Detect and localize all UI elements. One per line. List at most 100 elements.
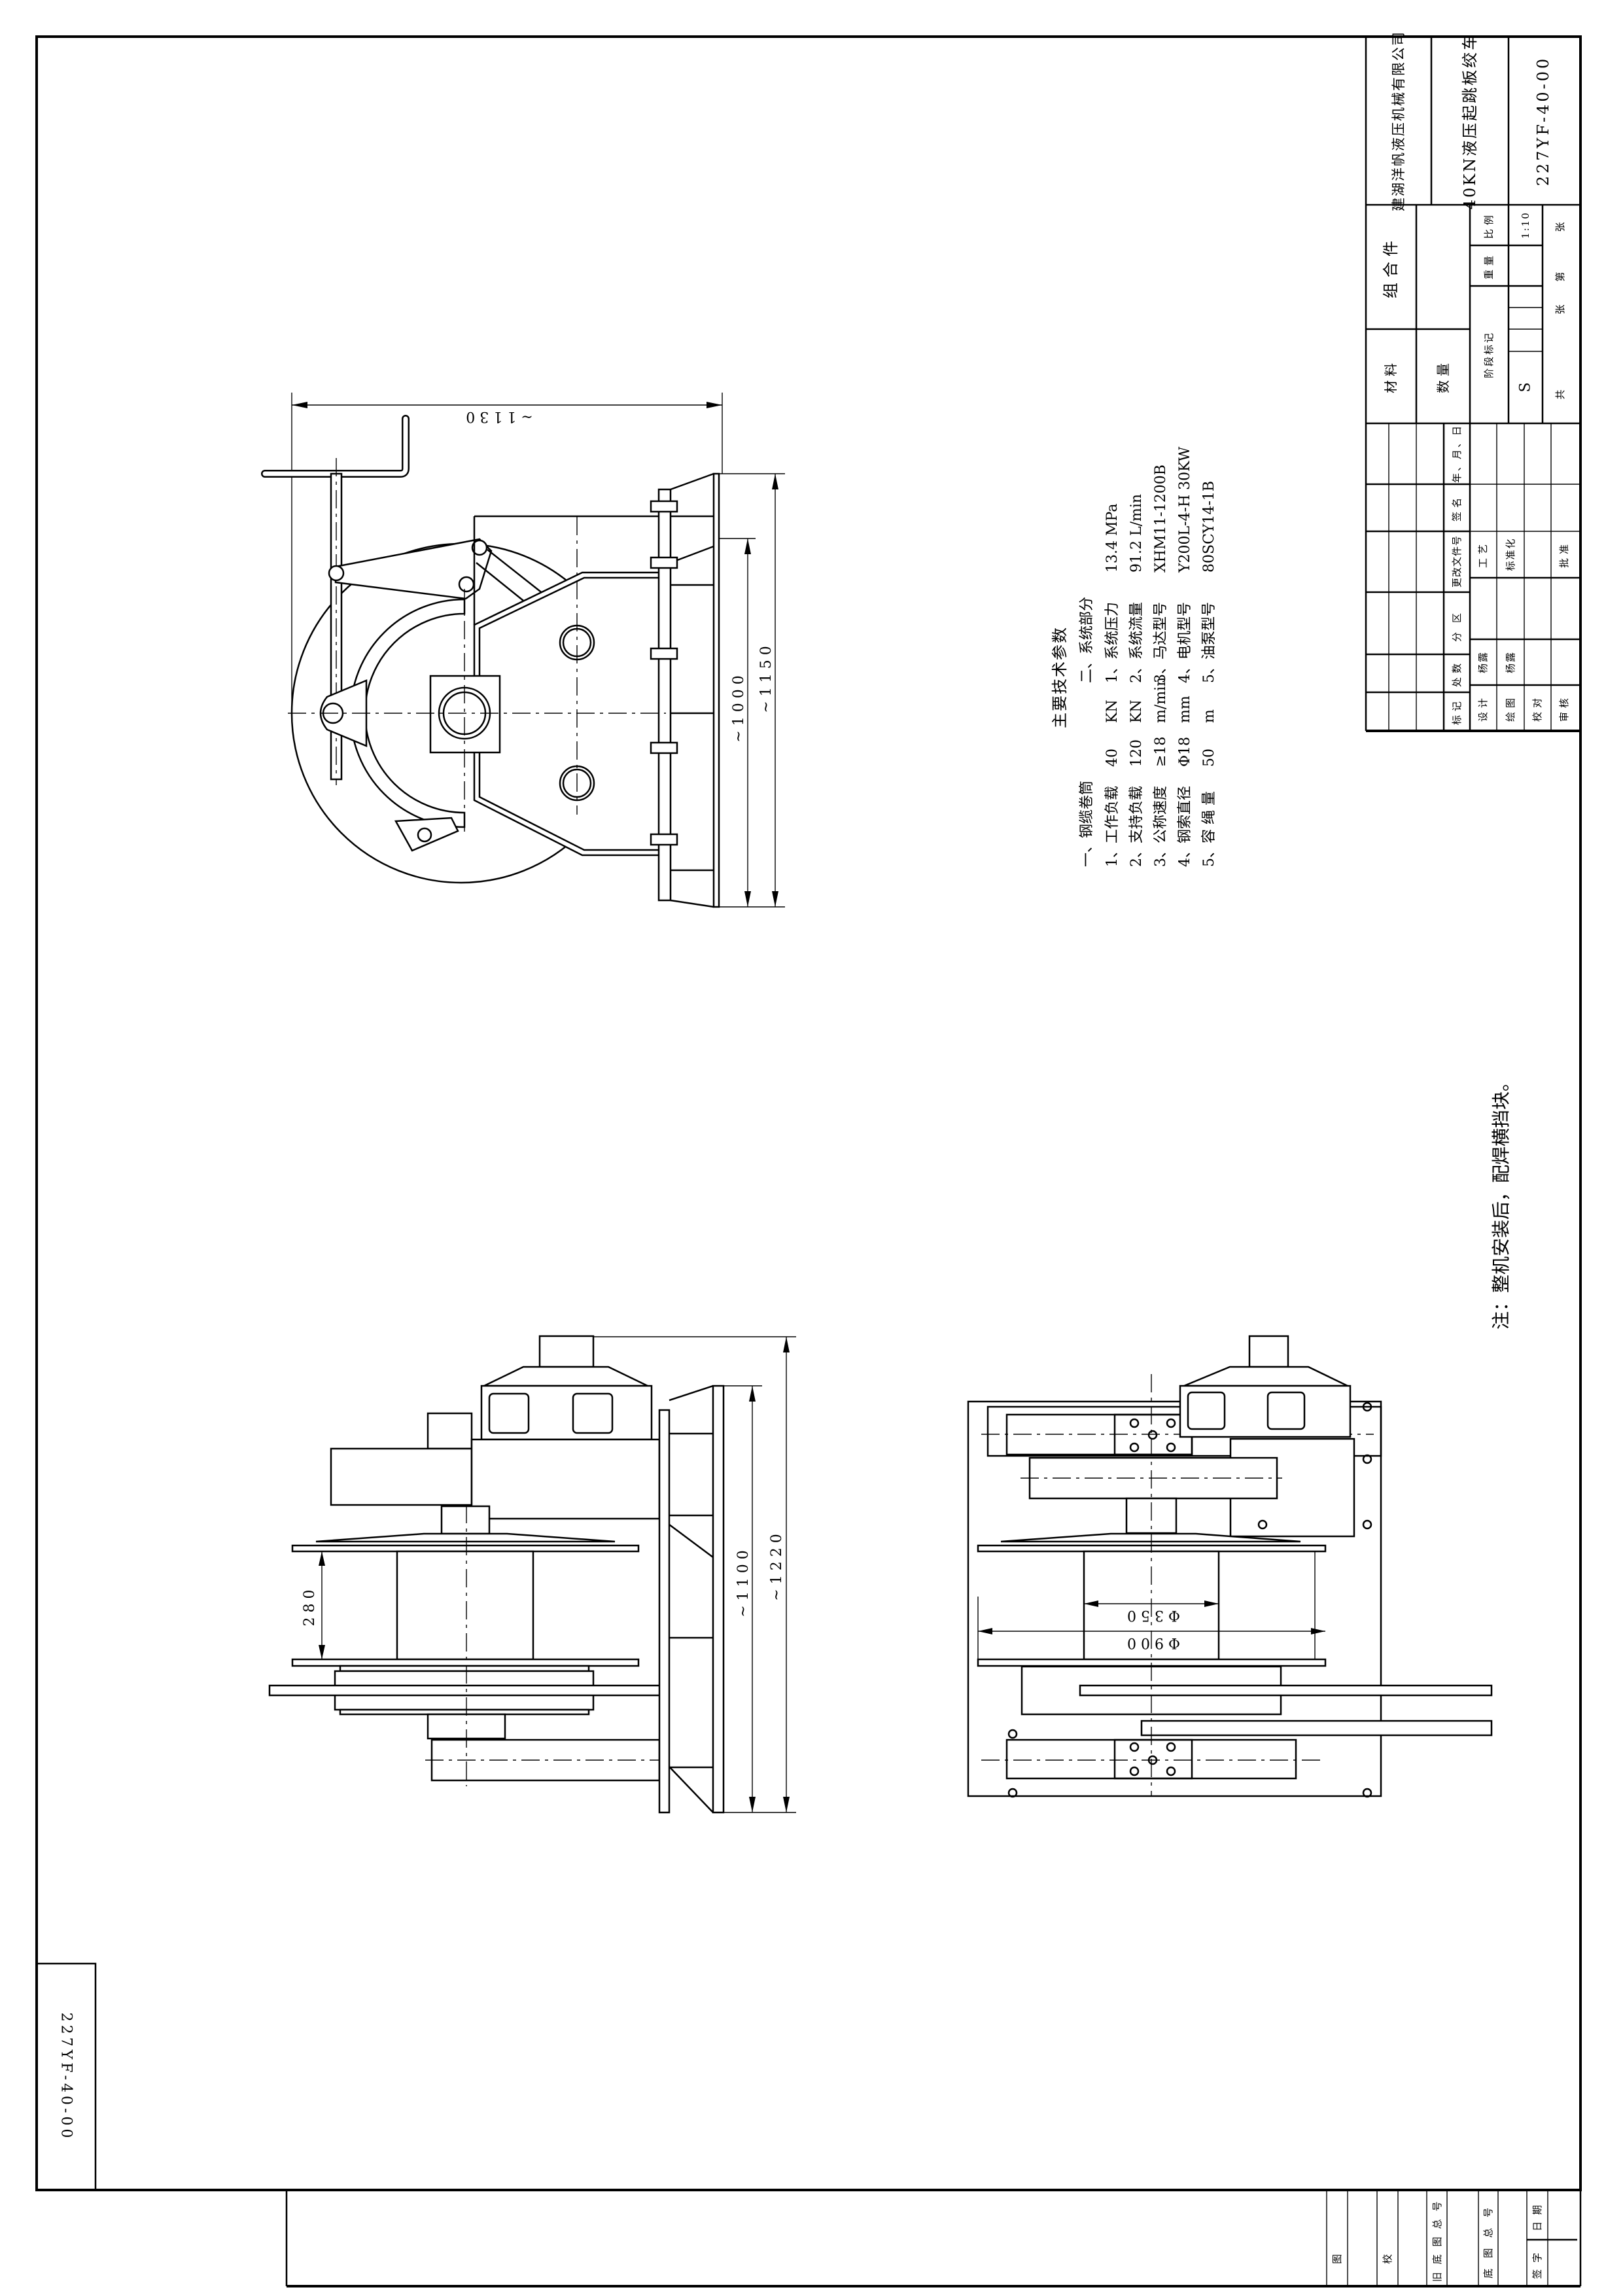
param-label: 4、钢索直径 xyxy=(1177,786,1193,867)
technical-parameters: 主要技术参数 一、钢缆卷筒 二、系统部分 1、工作负载 40 KN 2、支持负载 120… xyxy=(1051,446,1217,867)
bolt-icon xyxy=(1362,1402,1372,1412)
dim-top-height-outer: ~1150 xyxy=(758,641,775,713)
sheet-unit-2: 张 xyxy=(1554,300,1566,314)
bolt-icon xyxy=(1257,1519,1268,1530)
sheet-nth-label: 第 xyxy=(1554,268,1566,281)
front-view-drawing: Φ350 Φ900 xyxy=(967,1335,1493,1798)
weight-label: 重量 xyxy=(1483,252,1495,279)
product-name: 40KN液压起跳板绞车 xyxy=(1461,33,1479,209)
param-value: 40 xyxy=(1104,749,1121,767)
param-value: 91.2 L/min xyxy=(1128,494,1145,573)
role-standardization: 标准化 xyxy=(1505,537,1516,571)
param-value: 13.4 MPa xyxy=(1104,504,1121,573)
role-design: 设计 xyxy=(1477,694,1489,722)
scale-value: 1:10 xyxy=(1520,211,1531,239)
dim-top-width: ~1130 xyxy=(461,408,532,425)
sheet-unit-1: 张 xyxy=(1554,218,1566,232)
assembly-note: 注：整机安装后，配焊横挡块。 xyxy=(1490,1073,1512,1330)
scale-label: 比例 xyxy=(1483,211,1495,239)
param-label: 2、系统流量 xyxy=(1128,602,1145,683)
bolt-icon xyxy=(1129,1766,1140,1776)
param-value: ≥18 xyxy=(1153,737,1169,767)
company-name: 建湖洋帆液压机械有限公司 xyxy=(1391,31,1406,211)
role-drawing: 绘图 xyxy=(1505,694,1516,722)
quantity-label: 数量 xyxy=(1435,359,1451,393)
role-process: 工艺 xyxy=(1477,540,1489,568)
side-number-box: 227YF-40-00 xyxy=(35,1962,97,2191)
tech-params-title: 主要技术参数 xyxy=(1051,626,1069,728)
revision-header-zone: 分区 xyxy=(1451,604,1463,642)
strip-trace-check: 描校 xyxy=(1382,2202,1393,2296)
bolt-icon xyxy=(650,556,678,569)
param-label: 4、电机型号 xyxy=(1177,602,1193,683)
bolt-icon xyxy=(1362,1519,1372,1530)
revision-header-date: 年、月、日 xyxy=(1451,424,1463,483)
bolt-icon xyxy=(650,647,678,660)
bolt-icon xyxy=(1166,1742,1176,1752)
revision-header-sign: 签名 xyxy=(1451,494,1463,521)
revision-header-count: 处数 xyxy=(1451,660,1463,687)
param-unit: KN xyxy=(1128,699,1145,723)
bolt-icon xyxy=(1147,1755,1158,1765)
strip-date: 日期 xyxy=(1531,2199,1543,2231)
sheet-total-label: 共 xyxy=(1554,385,1566,399)
bolt-icon xyxy=(1166,1766,1176,1776)
bolt-icon xyxy=(650,500,678,513)
role-review: 审核 xyxy=(1558,694,1570,722)
role-check: 校对 xyxy=(1531,694,1543,722)
bolt-icon xyxy=(1362,1454,1372,1464)
param-value: Y200L-4-H 30KW xyxy=(1177,446,1193,573)
stage-value: S xyxy=(1518,382,1534,392)
section2-title: 二、系统部分 xyxy=(1079,597,1095,683)
assembly-label: 组合件 xyxy=(1382,236,1400,298)
param-label: 1、系统压力 xyxy=(1104,602,1121,683)
dim-drum-diameter: Φ350 xyxy=(1123,1607,1180,1623)
bolt-icon xyxy=(1129,1442,1140,1453)
strip-old-base-number: 旧底图总号 xyxy=(1431,2193,1443,2282)
title-block: 建湖洋帆液压机械有限公司 40KN液压起跳板绞车 227YF-40-00 组合件… xyxy=(1365,31,1580,732)
bolt-icon xyxy=(1147,1430,1158,1440)
param-label: 5、容 绳 量 xyxy=(1201,791,1217,867)
bolt-icon xyxy=(1129,1742,1140,1752)
revision-header-mark: 标记 xyxy=(1451,698,1463,725)
param-unit: KN xyxy=(1104,699,1121,723)
role-approve: 批准 xyxy=(1558,540,1570,568)
bolt-icon xyxy=(1166,1442,1176,1453)
drafter-name: 杨露 xyxy=(1505,651,1516,673)
param-value: 120 xyxy=(1128,739,1145,767)
bolt-icon xyxy=(1129,1418,1140,1428)
side-drawing-number: 227YF-40-00 xyxy=(58,2013,75,2142)
material-label: 材料 xyxy=(1383,359,1399,393)
bolt-icon xyxy=(1362,1788,1372,1798)
strip-base-number: 底图总号 xyxy=(1482,2197,1494,2278)
param-unit: mm xyxy=(1177,696,1193,723)
param-label: 3、公称速度 xyxy=(1153,786,1169,867)
param-label: 5、油泵型号 xyxy=(1201,602,1217,683)
param-value: Φ18 xyxy=(1177,737,1193,767)
page-border xyxy=(35,35,1582,2191)
strip-trace: 描图 xyxy=(1331,2202,1343,2296)
bottom-strip: 描图 描校 旧底图总号 底图总号 日期 签字 xyxy=(285,2190,1582,2296)
top-view-drawing: ~1130 xyxy=(261,393,785,908)
param-value: XHM11-1200B xyxy=(1153,465,1169,573)
bolt-icon xyxy=(1007,1788,1018,1798)
designer-name: 杨露 xyxy=(1477,651,1489,673)
drawing-number: 227YF-40-00 xyxy=(1534,56,1552,186)
param-unit: m xyxy=(1201,709,1217,723)
param-label: 1、工作负载 xyxy=(1104,786,1121,867)
strip-signature: 签字 xyxy=(1531,2246,1543,2279)
bolt-icon xyxy=(1166,1418,1176,1428)
revision-header-doc: 更改文件号 xyxy=(1451,535,1463,588)
bolt-icon xyxy=(1007,1729,1018,1739)
param-label: 3、马达型号 xyxy=(1153,602,1169,683)
stage-mark-label: 阶段标记 xyxy=(1483,331,1495,378)
dim-drum-length: 280 xyxy=(302,1585,318,1627)
dim-flange-diameter: Φ900 xyxy=(1123,1634,1180,1651)
bolt-icon xyxy=(650,833,678,846)
param-value: 50 xyxy=(1201,749,1217,767)
param-label: 2、支持负载 xyxy=(1128,786,1145,867)
section1-title: 一、钢缆卷筒 xyxy=(1079,781,1095,867)
param-value: 80SCY14-1B xyxy=(1201,481,1217,573)
bolt-icon xyxy=(650,741,678,754)
